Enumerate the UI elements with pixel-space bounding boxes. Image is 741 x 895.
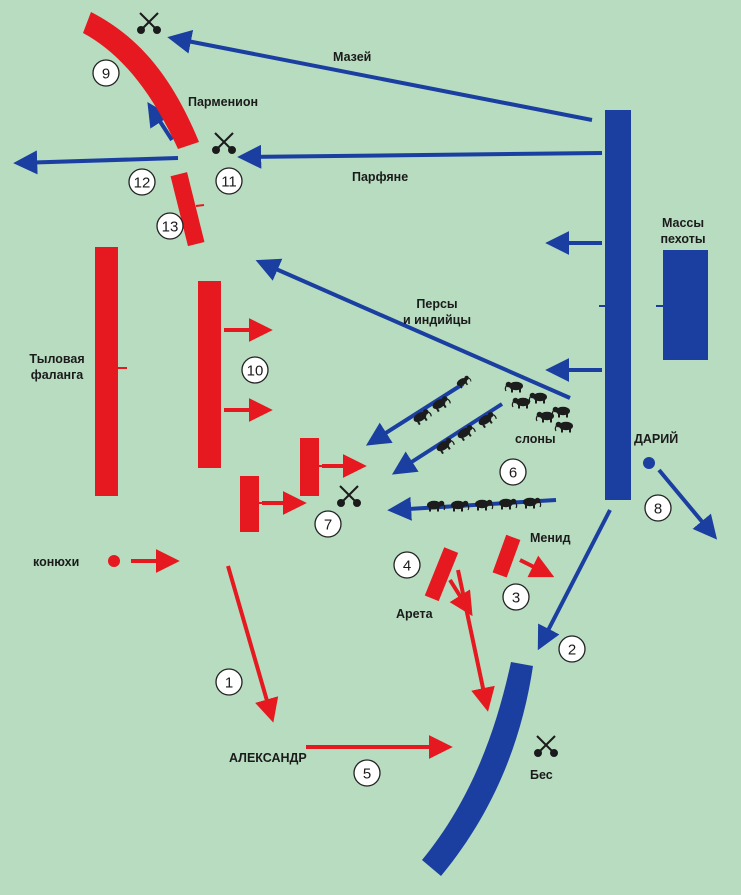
label-infantry-1: Массы: [662, 216, 704, 230]
parthians-arrow: [237, 144, 603, 169]
svg-text:13: 13: [162, 219, 179, 236]
svg-text:8: 8: [654, 501, 662, 518]
marker-3: 3: [502, 583, 530, 611]
label-rear-phalanx-2: фаланга: [31, 368, 85, 382]
svg-text:9: 9: [102, 66, 110, 83]
cavalry-to-bessus-arrow: [537, 509, 612, 651]
label-darius: ДАРИЙ: [634, 431, 678, 446]
retreat-arrow-12: [13, 150, 179, 175]
bessus-wing: [422, 662, 533, 876]
svg-text:2: 2: [568, 642, 576, 659]
grooms-marker: [108, 555, 120, 567]
svg-text:6: 6: [509, 465, 517, 482]
alexander-route-arrow: [226, 565, 279, 723]
label-persians-2: и индийцы: [403, 313, 471, 327]
unit-right: [300, 438, 319, 496]
label-grooms: конюхи: [33, 555, 79, 569]
svg-text:1: 1: [225, 675, 233, 692]
unit-11-tick: [195, 204, 205, 207]
label-elephants: слоны: [515, 432, 556, 446]
marker-2: 2: [558, 635, 586, 663]
svg-text:4: 4: [403, 558, 411, 575]
marker-12: 12: [128, 168, 156, 196]
marker-10: 10: [241, 356, 269, 384]
label-parmenion: Парменион: [188, 95, 258, 109]
marker-1: 1: [215, 668, 243, 696]
label-infantry-2: пехоты: [660, 232, 705, 246]
svg-text:7: 7: [324, 517, 332, 534]
aretes-arrow-long: [456, 569, 495, 712]
phalanx-10: [198, 281, 221, 468]
darius-flight-arrow: [657, 468, 718, 540]
marker-5: 5: [353, 759, 381, 787]
label-bessus: Бес: [530, 768, 553, 782]
parmenion-wing: [83, 12, 199, 149]
elephant-arrow-1: [365, 382, 465, 446]
svg-text:12: 12: [134, 175, 151, 192]
marker-9: 9: [92, 59, 120, 87]
crossed-swords-icon: [534, 735, 558, 757]
marker-7: 7: [314, 510, 342, 538]
label-alexander: АЛЕКСАНДР: [229, 751, 307, 765]
svg-text:11: 11: [221, 174, 237, 191]
macedonian-arrows: [131, 318, 555, 759]
label-menides: Менид: [530, 531, 571, 545]
persian-main-line: [605, 110, 631, 500]
mazaeus-arrow: [167, 29, 593, 122]
crossed-swords-icon: [137, 12, 161, 34]
marker-6: 6: [499, 458, 527, 486]
unit-11: [170, 172, 205, 247]
aretes-unit: [424, 547, 459, 602]
marker-13: 13: [156, 212, 184, 240]
label-aretes: Арета: [396, 607, 434, 621]
label-parthians: Парфяне: [352, 170, 408, 184]
rear-phalanx: [95, 247, 118, 496]
label-persians-1: Персы: [416, 297, 457, 311]
marker-4: 4: [393, 551, 421, 579]
marker-11: 11: [215, 167, 243, 195]
crossed-swords-icon: [337, 485, 361, 507]
parmenion-push-arrow: [147, 101, 174, 142]
marker-8: 8: [644, 494, 672, 522]
svg-text:3: 3: [512, 590, 520, 607]
bessus-wing-tick: [481, 763, 492, 767]
infantry-masses-block: [663, 250, 708, 360]
unit-left: [240, 476, 259, 532]
crossed-swords-icon: [212, 132, 236, 154]
persians-indians-arrow: [255, 258, 571, 400]
menides-arrow: [519, 555, 555, 578]
darius-marker: [643, 457, 655, 469]
persian-arrows: [13, 29, 718, 651]
label-rear-phalanx-1: Тыловая: [29, 352, 84, 366]
svg-text:5: 5: [363, 766, 371, 783]
menides-unit: [492, 534, 521, 578]
label-mazaeus: Мазей: [333, 50, 371, 64]
svg-text:10: 10: [247, 363, 264, 380]
